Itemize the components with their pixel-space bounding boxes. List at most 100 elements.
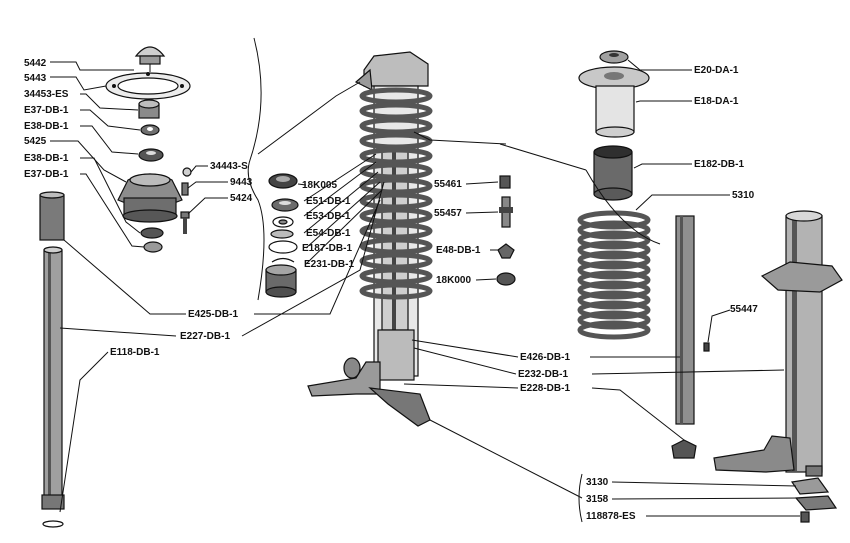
bearing-part-a <box>138 148 164 162</box>
bushing-sleeve-part <box>39 191 65 241</box>
label-e182-db-1: E182-DB-1 <box>694 159 744 170</box>
coil-turn <box>359 267 433 285</box>
gasket-ring-part <box>105 72 191 100</box>
coil-turn <box>359 102 433 120</box>
label-e51-db-1: E51-DB-1 <box>306 196 351 207</box>
label-e227-db-1: E227-DB-1 <box>180 331 230 342</box>
rubber-bumper-part-e182 <box>593 145 633 201</box>
label-e38-db-1-b: E38-DB-1 <box>24 153 69 164</box>
label-18k000: 18K000 <box>436 275 471 286</box>
coil-turn <box>359 282 433 300</box>
valve-part-55457 <box>499 196 513 228</box>
leader-lines <box>50 37 801 523</box>
top-cap-part <box>134 46 166 72</box>
ring-part-e54 <box>270 229 294 239</box>
label-e425-db-1: E425-DB-1 <box>188 309 238 320</box>
coil-turn <box>359 162 433 180</box>
label-e37-db-1-b: E37-DB-1 <box>24 169 69 180</box>
steering-knuckle-center <box>307 357 431 427</box>
coil-turn <box>359 207 433 225</box>
seal-part-18k005 <box>268 173 298 189</box>
label-e38-db-1-a: E38-DB-1 <box>24 121 69 132</box>
coil-turn <box>577 220 651 240</box>
mount-housing-part <box>117 173 183 223</box>
label-e228-db-1: E228-DB-1 <box>520 383 570 394</box>
bolt-part <box>180 211 190 234</box>
tube-part-e426 <box>675 215 695 425</box>
small-washer-part <box>182 167 192 177</box>
coil-turn <box>359 177 433 195</box>
label-e187-db-1: E187-DB-1 <box>302 243 352 254</box>
label-e53-db-1: E53-DB-1 <box>306 211 351 222</box>
label-34453-es: 34453-ES <box>24 89 69 100</box>
label-5442: 5442 <box>24 58 47 69</box>
coil-turn <box>577 300 651 320</box>
seal-part-e51 <box>271 198 299 212</box>
coil-turn <box>577 210 651 230</box>
label-e231-db-1: E231-DB-1 <box>304 259 354 270</box>
label-18k005: 18K005 <box>302 180 337 191</box>
clip-part-e231 <box>271 257 295 263</box>
spring-seat-part-e18 <box>578 66 650 138</box>
nut-part <box>138 99 160 119</box>
coil-turn <box>359 192 433 210</box>
coil-turn <box>577 310 651 330</box>
label-9443: 9443 <box>230 177 253 188</box>
coil-turn <box>577 270 651 290</box>
label-e118-db-1: E118-DB-1 <box>110 347 160 358</box>
coil-turn <box>359 132 433 150</box>
coil-turn <box>577 260 651 280</box>
coil-turn <box>359 87 433 105</box>
label-e232-db-1: E232-DB-1 <box>518 369 568 380</box>
steering-knuckle-right <box>713 435 823 477</box>
label-55457: 55457 <box>434 208 462 219</box>
label-5443: 5443 <box>24 73 47 84</box>
fitting-part-55461 <box>499 175 511 189</box>
coil-turn <box>359 237 433 255</box>
piston-rod-part <box>41 246 65 528</box>
part-number-labels: 5442 5443 34453-ES E37-DB-1 E38-DB-1 542… <box>24 58 758 522</box>
nut-part-e228 <box>671 439 697 459</box>
washer-part-a <box>140 124 160 136</box>
washer-part-b <box>143 241 163 253</box>
washer-part-e53 <box>272 216 294 228</box>
steering-arm-parts <box>790 477 838 523</box>
coil-turn <box>359 222 433 240</box>
coil-turn <box>577 240 651 260</box>
coil-turn <box>577 320 651 340</box>
label-118878-es: 118878-ES <box>586 511 636 522</box>
coil-turn <box>577 280 651 300</box>
bearing-part-b <box>140 227 164 239</box>
pin-part-55447 <box>703 342 710 352</box>
coil-turn <box>359 147 433 165</box>
label-3130: 3130 <box>586 477 609 488</box>
valve-body-part <box>265 264 297 298</box>
coil-turn <box>577 290 651 310</box>
nut-part-18k000 <box>496 272 516 286</box>
strut-housing-right <box>760 210 843 473</box>
label-e426-db-1: E426-DB-1 <box>520 352 570 363</box>
coil-turn <box>577 230 651 250</box>
stud-part <box>181 182 189 196</box>
label-5310: 5310 <box>732 190 755 201</box>
label-3158: 3158 <box>586 494 609 505</box>
nut-part-e48 <box>497 243 515 259</box>
label-e54-db-1: E54-DB-1 <box>306 228 351 239</box>
label-e18-da-1: E18-DA-1 <box>694 96 739 107</box>
label-5425: 5425 <box>24 136 47 147</box>
label-e20-da-1: E20-DA-1 <box>694 65 739 76</box>
coil-spring-center <box>359 87 433 300</box>
label-5424: 5424 <box>230 193 253 204</box>
cap-part-e20 <box>599 50 629 64</box>
coil-turn <box>577 250 651 270</box>
coil-turn <box>359 117 433 135</box>
label-34443-s: 34443-S <box>210 161 248 172</box>
label-e37-db-1-a: E37-DB-1 <box>24 105 69 116</box>
ring-part-e187 <box>268 240 298 254</box>
label-55461: 55461 <box>434 179 462 190</box>
coil-spring-right <box>577 210 651 340</box>
label-55447: 55447 <box>730 304 758 315</box>
label-e48-db-1: E48-DB-1 <box>436 245 481 256</box>
